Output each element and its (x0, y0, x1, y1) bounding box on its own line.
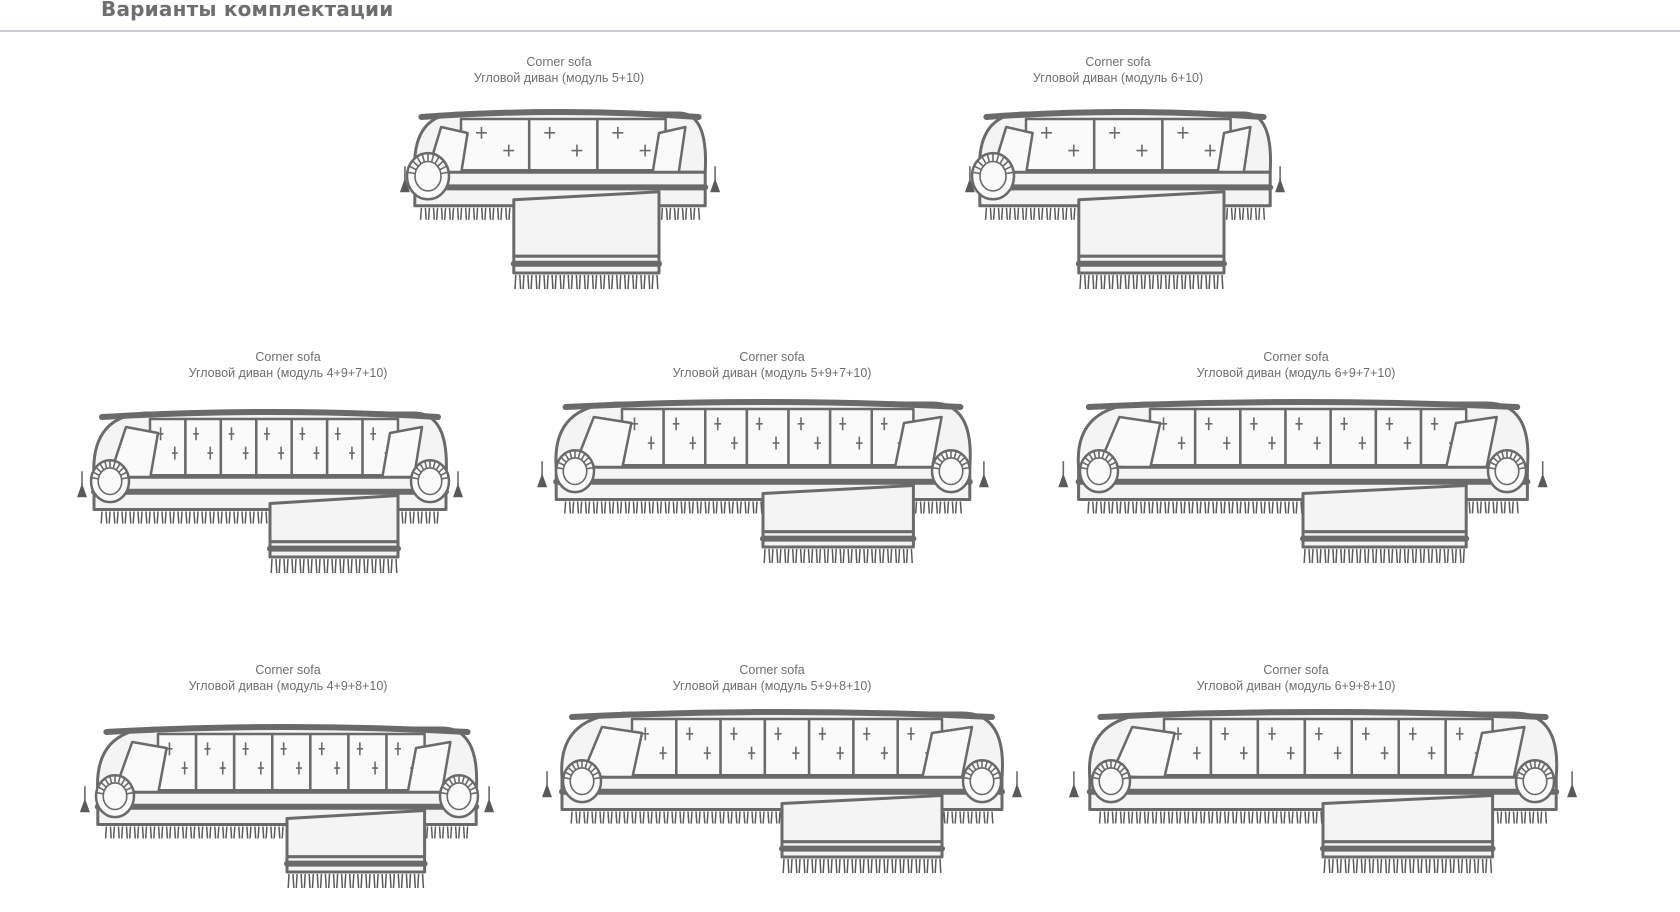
sofa-illustration (77, 409, 463, 574)
sofa-illustration (964, 109, 1286, 290)
variant-caption: Corner sofa Угловой диван (модуль 6+10) (968, 54, 1268, 86)
caption-en: Corner sofa (739, 350, 805, 364)
page-header: Варианты комплектации (0, 0, 1680, 32)
caption-ru: Угловой диван (модуль 6+10) (1032, 71, 1204, 85)
sofa-illustration (537, 399, 989, 564)
caption-ru: Угловой диван (модуль 4+9+7+10) (188, 366, 388, 380)
variant-caption: Corner sofa Угловой диван (модуль 5+9+7+… (622, 349, 922, 381)
variant-caption: Corner sofa Угловой диван (модуль 4+9+8+… (138, 662, 438, 694)
caption-en: Corner sofa (1263, 663, 1329, 677)
page-title: Варианты комплектации (101, 0, 394, 21)
caption-ru: Угловой диван (модуль 4+9+8+10) (188, 679, 388, 693)
caption-en: Corner sofa (526, 55, 592, 69)
variant-caption: Corner sofa Угловой диван (модуль 6+9+8+… (1146, 662, 1446, 694)
variant-caption: Corner sofa Угловой диван (модуль 4+9+7+… (138, 349, 438, 381)
variant-caption: Corner sofa Угловой диван (модуль 5+10) (409, 54, 709, 86)
caption-en: Corner sofa (1263, 350, 1329, 364)
sofa-illustration (79, 724, 495, 889)
variant-caption: Corner sofa Угловой диван (модуль 6+9+7+… (1146, 349, 1446, 381)
caption-en: Corner sofa (255, 663, 321, 677)
variant-caption: Corner sofa Угловой диван (модуль 5+9+8+… (622, 662, 922, 694)
caption-en: Corner sofa (255, 350, 321, 364)
sofa-illustration (542, 709, 1022, 874)
caption-ru: Угловой диван (модуль 5+10) (473, 71, 645, 85)
sofa-illustration (399, 109, 721, 290)
caption-ru: Угловой диван (модуль 6+9+8+10) (1196, 679, 1396, 693)
caption-en: Corner sofa (1085, 55, 1151, 69)
caption-ru: Угловой диван (модуль 5+9+8+10) (672, 679, 872, 693)
sofa-illustration (1068, 709, 1578, 874)
caption-en: Corner sofa (739, 663, 805, 677)
caption-ru: Угловой диван (модуль 5+9+7+10) (672, 366, 872, 380)
sofa-illustration (1058, 399, 1548, 564)
caption-ru: Угловой диван (модуль 6+9+7+10) (1196, 366, 1396, 380)
